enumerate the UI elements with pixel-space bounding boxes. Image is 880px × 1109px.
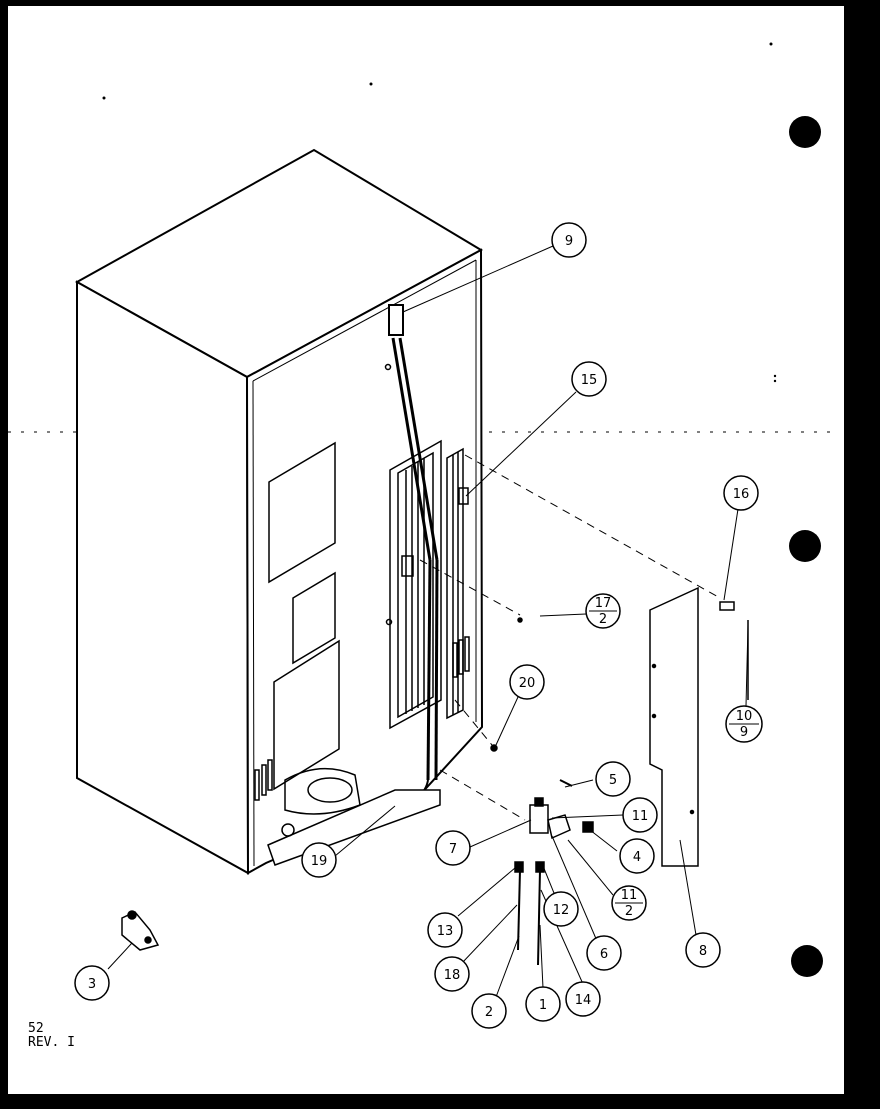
callout-4: 4 bbox=[619, 838, 655, 874]
svg-text:7: 7 bbox=[449, 842, 457, 857]
svg-text:2: 2 bbox=[599, 612, 607, 627]
svg-text:9: 9 bbox=[740, 725, 748, 740]
cabinet-side bbox=[76, 280, 250, 875]
svg-text:13: 13 bbox=[437, 924, 454, 939]
svg-text:6: 6 bbox=[600, 947, 608, 962]
callout-11: 11 bbox=[622, 797, 658, 833]
projection-lines bbox=[419, 454, 721, 821]
binder-hole-top bbox=[789, 116, 821, 148]
callout-1: 1 bbox=[525, 986, 561, 1022]
callout-12: 12 bbox=[543, 891, 579, 927]
callout-2: 2 bbox=[471, 993, 507, 1029]
svg-text:11: 11 bbox=[632, 809, 649, 824]
svg-text:20: 20 bbox=[519, 676, 536, 691]
callout-19: 19 bbox=[301, 842, 337, 878]
condenser-coil bbox=[389, 439, 464, 730]
refrigerator-cabinet bbox=[74, 148, 484, 875]
svg-text:2: 2 bbox=[625, 904, 633, 919]
scan-specks bbox=[102, 42, 777, 383]
svg-text:12: 12 bbox=[553, 903, 570, 918]
callout-11-over-2: 11 2 bbox=[611, 885, 647, 921]
svg-text:1: 1 bbox=[539, 998, 547, 1013]
svg-text:3: 3 bbox=[88, 977, 96, 992]
svg-text:10: 10 bbox=[736, 709, 753, 724]
detached-bracket bbox=[121, 910, 160, 951]
callout-14: 14 bbox=[565, 981, 601, 1017]
svg-text:17: 17 bbox=[595, 596, 612, 611]
callout-10-over-9: 10 9 bbox=[725, 705, 763, 743]
svg-text:18: 18 bbox=[444, 968, 461, 983]
callout-8: 8 bbox=[685, 932, 721, 968]
callout-6: 6 bbox=[586, 935, 622, 971]
callout-18: 18 bbox=[434, 956, 470, 992]
revision-label: REV. I bbox=[28, 1035, 75, 1050]
callout-20: 20 bbox=[509, 664, 545, 700]
binder-holes bbox=[789, 116, 823, 977]
back-panels bbox=[268, 441, 340, 791]
callout-5: 5 bbox=[595, 761, 631, 797]
svg-text:14: 14 bbox=[575, 993, 592, 1008]
svg-text:15: 15 bbox=[581, 373, 598, 388]
callout-3: 3 bbox=[74, 965, 110, 1001]
binder-hole-bottom bbox=[791, 945, 823, 977]
callout-7: 7 bbox=[435, 830, 471, 866]
callout-13: 13 bbox=[427, 912, 463, 948]
valve-assembly bbox=[490, 601, 749, 966]
svg-text:2: 2 bbox=[485, 1005, 493, 1020]
svg-text:5: 5 bbox=[609, 773, 617, 788]
svg-text:4: 4 bbox=[633, 850, 641, 865]
callout-15: 15 bbox=[571, 361, 607, 397]
callout-17-over-2: 17 2 bbox=[585, 593, 621, 629]
svg-text:9: 9 bbox=[565, 234, 573, 249]
vent-slots bbox=[254, 636, 470, 801]
page-corner-labels: 52 REV. I bbox=[28, 1021, 75, 1050]
back-fittings bbox=[384, 363, 469, 626]
callout-9: 9 bbox=[551, 222, 587, 258]
drain-tube bbox=[388, 304, 439, 807]
access-panel bbox=[649, 586, 699, 867]
callout-16: 16 bbox=[723, 475, 759, 511]
page-number: 52 bbox=[28, 1021, 44, 1036]
svg-text:8: 8 bbox=[699, 944, 707, 959]
svg-text:19: 19 bbox=[311, 854, 328, 869]
svg-text:16: 16 bbox=[733, 487, 750, 502]
svg-text:11: 11 bbox=[621, 888, 638, 903]
callouts: 9 15 16 17 2 20 10 9 5 11 7 4 19 11 2 12… bbox=[74, 222, 763, 1029]
binder-hole-middle bbox=[789, 530, 821, 562]
